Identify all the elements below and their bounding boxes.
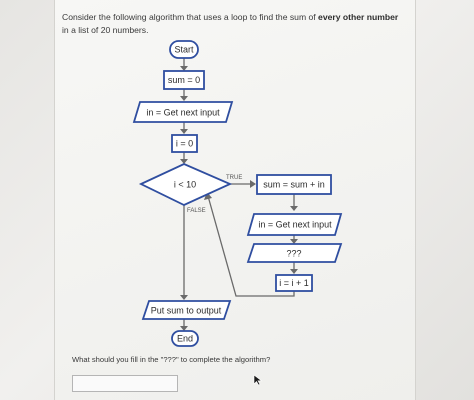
unknown-step-shape	[246, 243, 343, 263]
connector-loop-back	[207, 195, 295, 297]
input-label-1: in = Get next input	[146, 108, 220, 118]
init-sum-label: sum = 0	[168, 75, 200, 85]
question-card	[54, 0, 416, 400]
arrowhead	[180, 295, 188, 300]
prompt-text-after: in a list of 20 numbers.	[62, 24, 149, 35]
decision-loop-condition: i < 10 TRUE FALSE	[138, 163, 242, 214]
unknown-step-label: ???	[286, 249, 301, 259]
increment-label: i = i + 1	[279, 278, 309, 288]
arrowhead	[204, 192, 212, 200]
init-i-label: i = 0	[176, 139, 193, 149]
output-sum: Put sum to output	[141, 300, 232, 320]
process-init-sum: sum = 0	[163, 70, 205, 90]
increment-shape	[275, 274, 313, 292]
flowchart-connectors	[180, 58, 298, 331]
init-i-shape	[171, 134, 198, 153]
arrowhead	[290, 269, 298, 274]
end-shape	[171, 330, 199, 347]
decision-shape	[138, 163, 233, 206]
unknown-step: ???	[246, 243, 343, 263]
answer-input[interactable]	[72, 375, 178, 392]
process-add-sum: sum = sum + in	[256, 174, 332, 195]
fill-in-question: What should you fill in the "???" to com…	[72, 355, 271, 364]
question-prompt: Consider the following algorithm that us…	[62, 11, 407, 36]
process-increment: i = i + 1	[275, 274, 313, 292]
input-shape-2	[246, 213, 343, 236]
false-branch-label: FALSE	[187, 208, 206, 214]
start-label: Start	[174, 45, 194, 55]
arrowhead	[180, 129, 188, 134]
start-terminal: Start	[169, 40, 199, 59]
true-branch-label: TRUE	[226, 175, 242, 181]
end-terminal: End	[171, 330, 199, 347]
decision-label: i < 10	[174, 180, 196, 190]
arrowhead	[180, 96, 188, 101]
output-label: Put sum to output	[151, 306, 222, 316]
init-sum-shape	[163, 70, 205, 90]
arrowhead	[180, 159, 188, 164]
input-get-next-1: in = Get next input	[132, 101, 234, 123]
arrowhead	[290, 206, 298, 211]
arrowhead	[180, 66, 188, 71]
arrowhead	[180, 326, 188, 331]
process-init-i: i = 0	[171, 134, 198, 153]
input-shape-1	[132, 101, 234, 123]
input-label-2: in = Get next input	[258, 220, 332, 230]
add-sum-label: sum = sum + in	[263, 180, 325, 190]
arrowhead	[290, 239, 298, 244]
mouse-pointer-icon	[253, 374, 263, 386]
input-get-next-2: in = Get next input	[246, 213, 343, 236]
prompt-emphasis: every other number	[318, 12, 399, 22]
prompt-text-before: Consider the following algorithm that us…	[62, 12, 319, 22]
arrowhead	[250, 180, 256, 188]
end-label: End	[177, 334, 193, 344]
start-shape	[169, 40, 199, 59]
add-sum-shape	[256, 174, 332, 195]
output-shape	[141, 300, 232, 320]
